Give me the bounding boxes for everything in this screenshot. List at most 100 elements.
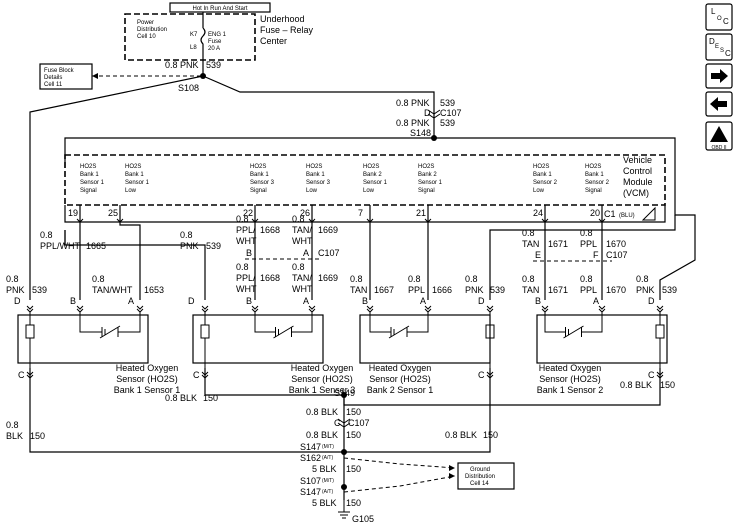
s107-label: S107 bbox=[300, 476, 321, 486]
s3-b-pin: B bbox=[246, 296, 252, 306]
b2-pnk-gauge: 0.8 bbox=[465, 274, 478, 284]
ground-s2-blk: 0.8 BLK bbox=[620, 380, 652, 390]
description-button[interactable]: D E S C bbox=[705, 33, 733, 61]
vcm-section-7-line-2: Bank 1 bbox=[533, 172, 552, 178]
w22b-circuit: 1668 bbox=[260, 273, 280, 283]
vcm-section-2-line-4: Low bbox=[125, 188, 137, 194]
next-page-button[interactable] bbox=[705, 63, 733, 89]
s147b-at: (A/T) bbox=[322, 489, 333, 495]
s3-a-pin: A bbox=[303, 296, 309, 306]
sensor-2-signal-wires bbox=[254, 312, 313, 333]
ground-left-wire bbox=[29, 368, 344, 453]
fuse-details-line-1: Fuse Block bbox=[44, 68, 75, 74]
s1-tan-gauge: 0.8 bbox=[92, 274, 105, 284]
vcm-section-7-line-3: Sensor 2 bbox=[533, 180, 558, 186]
sensor-2-pin-3-connector bbox=[308, 305, 316, 313]
sensor-2-heater-icon bbox=[200, 312, 210, 372]
s108-left-pnk-wire bbox=[29, 75, 204, 300]
s107-splice bbox=[341, 484, 347, 490]
fuse-center-title-3: Center bbox=[260, 36, 287, 46]
ground-distribution-box[interactable] bbox=[457, 462, 515, 490]
ground-s3-wire bbox=[204, 368, 344, 396]
vcm-pin-24: 24 bbox=[533, 208, 543, 218]
sensor-1-c-pin: C bbox=[18, 370, 25, 380]
vcm-section-4-line-3: Sensor 3 bbox=[306, 180, 331, 186]
vcm-section-7-line-4: Low bbox=[533, 188, 545, 194]
loc-letter-c: C bbox=[723, 17, 729, 26]
w22-circuit: 1668 bbox=[260, 225, 280, 235]
vcm-pin-7: 7 bbox=[358, 208, 363, 218]
fuse-rating-3: 20 A bbox=[208, 46, 220, 52]
w26-gauge: 0.8 bbox=[292, 214, 305, 224]
sensor-4-pin-3-connector bbox=[598, 305, 606, 313]
sensor-1-pin-1-connector bbox=[26, 305, 34, 313]
pdc-line-2: Distribution bbox=[137, 27, 167, 33]
fuse-block-details-ref[interactable]: Fuse Block Details Cell 11 bbox=[39, 63, 200, 90]
sensor-4-c-pin: C bbox=[648, 370, 655, 380]
w26-color-1: TAN/ bbox=[292, 225, 312, 235]
underhood-fuse-relay-center: Hot In Run And Start Underhood Fuse – Re… bbox=[124, 2, 314, 61]
sensor-1-name-line-3: Bank 1 Sensor 1 bbox=[114, 385, 181, 395]
w22-color-2: WHT bbox=[236, 236, 257, 246]
fuse-symbol bbox=[200, 12, 206, 60]
b2-b-pin: B bbox=[362, 296, 368, 306]
s2-a-pin: A bbox=[593, 296, 599, 306]
location-button[interactable]: L O C bbox=[705, 3, 733, 31]
ground-leader-1 bbox=[343, 457, 456, 469]
s2-pnk-gauge: 0.8 bbox=[636, 274, 649, 284]
w26b-circuit: 1669 bbox=[318, 273, 338, 283]
hot-in-run-box bbox=[169, 2, 271, 13]
w20-circuit: 1670 bbox=[606, 239, 626, 249]
obd-ii-button[interactable]: OBD II bbox=[705, 121, 733, 151]
s148-label: S148 bbox=[410, 128, 431, 138]
s149-splice bbox=[341, 392, 347, 398]
vcm-section-2-line-1: HO2S bbox=[125, 164, 141, 170]
vcm-outline bbox=[64, 154, 666, 206]
vcm-c1-color: (BLU) bbox=[619, 213, 635, 219]
ground-blk-d: 5 BLK bbox=[312, 498, 337, 508]
previous-page-button[interactable] bbox=[705, 91, 733, 117]
vcm-title-3: Module bbox=[623, 177, 653, 187]
ground-left-gauge: 0.8 bbox=[6, 420, 19, 430]
w24-gauge: 0.8 bbox=[522, 228, 535, 238]
c107-mid-label: C107 bbox=[318, 248, 340, 258]
fuse-rating-1: ENG 1 bbox=[208, 32, 227, 38]
vcm-connector-outline bbox=[64, 205, 666, 223]
w26b-gauge: 0.8 bbox=[292, 262, 305, 272]
vcm-section-6-line-4: Signal bbox=[418, 188, 435, 194]
vcm-section-2-line-3: Sensor 1 bbox=[125, 180, 150, 186]
c107-b-pin: B bbox=[246, 248, 252, 258]
sensor-2-name-line-3: Bank 1 Sensor 3 bbox=[289, 385, 356, 395]
pdc-line-3: Cell 10 bbox=[137, 34, 156, 40]
vcm-section-6-line-2: Bank 2 bbox=[418, 172, 437, 178]
fuse-k7-label: K7 bbox=[190, 32, 198, 38]
arrow-left-icon bbox=[710, 97, 727, 111]
ground-left-circuit: 150 bbox=[30, 431, 45, 441]
w-pnk-circuit: 539 bbox=[206, 241, 221, 251]
s1-b-pin: B bbox=[70, 296, 76, 306]
sensor-1-signal-wires bbox=[79, 312, 141, 333]
ground-left-color: BLK bbox=[6, 431, 23, 441]
ground-distribution-ref[interactable]: Ground Distribution Cell 14 bbox=[343, 457, 515, 493]
vcm-section-8-line-4: Signal bbox=[585, 188, 602, 194]
vcm-section-8-line-1: HO2S bbox=[585, 164, 601, 170]
location-button-frame[interactable] bbox=[705, 3, 733, 31]
vcm-section-3-line-1: HO2S bbox=[250, 164, 266, 170]
sensor-3-name-line-2: Sensor (HO2S) bbox=[369, 374, 431, 384]
ground-circuit-b: 150 bbox=[346, 430, 361, 440]
s2-pnk-color: PNK bbox=[636, 285, 655, 295]
sensor-4-signal-wires bbox=[544, 312, 603, 333]
vcm-pin-21: 21 bbox=[416, 208, 426, 218]
w22b-color-2: WHT bbox=[236, 284, 257, 294]
ground-blk-a: 0.8 BLK bbox=[306, 407, 338, 417]
g105-label: G105 bbox=[352, 514, 374, 524]
sensor-4-pin-1-connector bbox=[656, 305, 664, 313]
w22b-color-1: PPL/ bbox=[236, 273, 256, 283]
description-button-frame[interactable] bbox=[705, 33, 733, 61]
mid-pnk-label-1: 0.8 PNK bbox=[396, 98, 430, 108]
